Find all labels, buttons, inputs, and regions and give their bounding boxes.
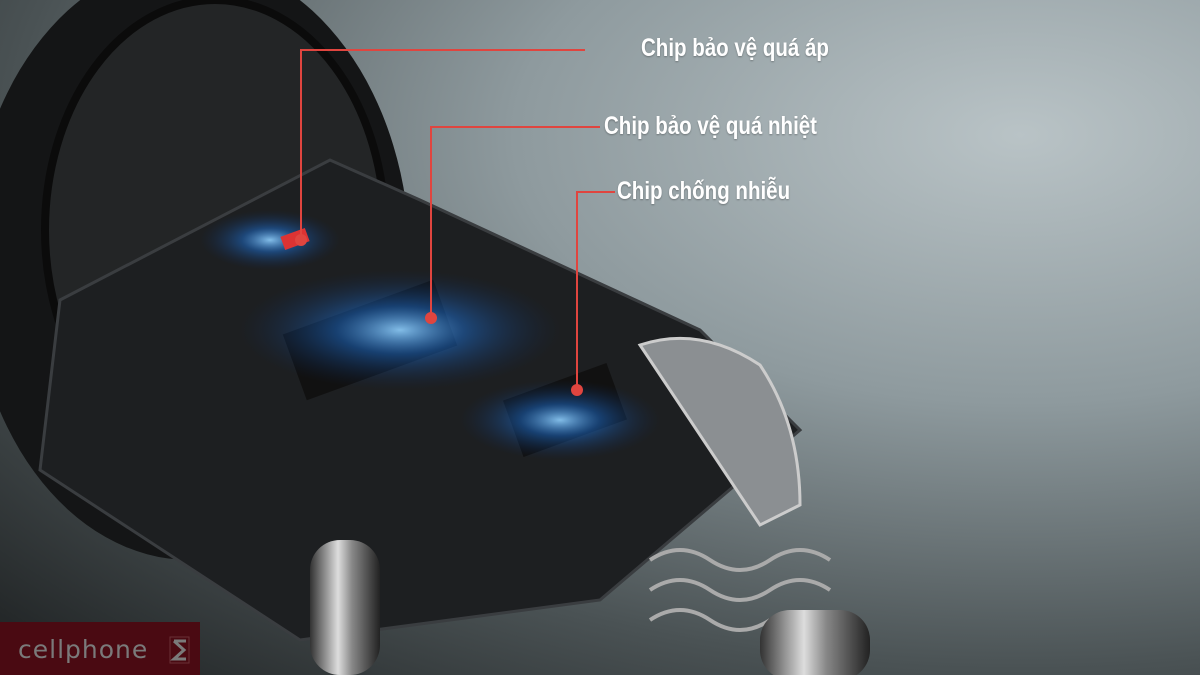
blue-glow [200,210,340,270]
metal-contact [760,610,870,675]
cellphones-logo: cellphone [0,622,200,675]
callout-anti-noise-chip: Chip chống nhiễu [617,177,791,205]
callout-overheat-chip: Chip bảo vệ quá nhiệt [604,112,817,140]
circuit-board [38,158,803,642]
marker-dot [425,312,437,324]
leader-line-overvoltage [300,49,585,240]
marker-dot [295,234,307,246]
logo-wordmark: cellphone [18,635,190,664]
leader-lines [300,49,615,390]
leader-line-noise [576,191,615,390]
blue-glow [460,380,660,460]
callout-overvoltage-chip: Chip bảo vệ quá áp [641,34,829,62]
blue-glow [240,270,560,390]
leader-line-overheat [430,126,600,318]
marker-dot [571,384,583,396]
red-component [280,227,310,251]
spring [648,548,832,632]
metal-contact [310,540,380,675]
svg-text:cellphone: cellphone [18,635,148,664]
side-contact [637,336,802,527]
